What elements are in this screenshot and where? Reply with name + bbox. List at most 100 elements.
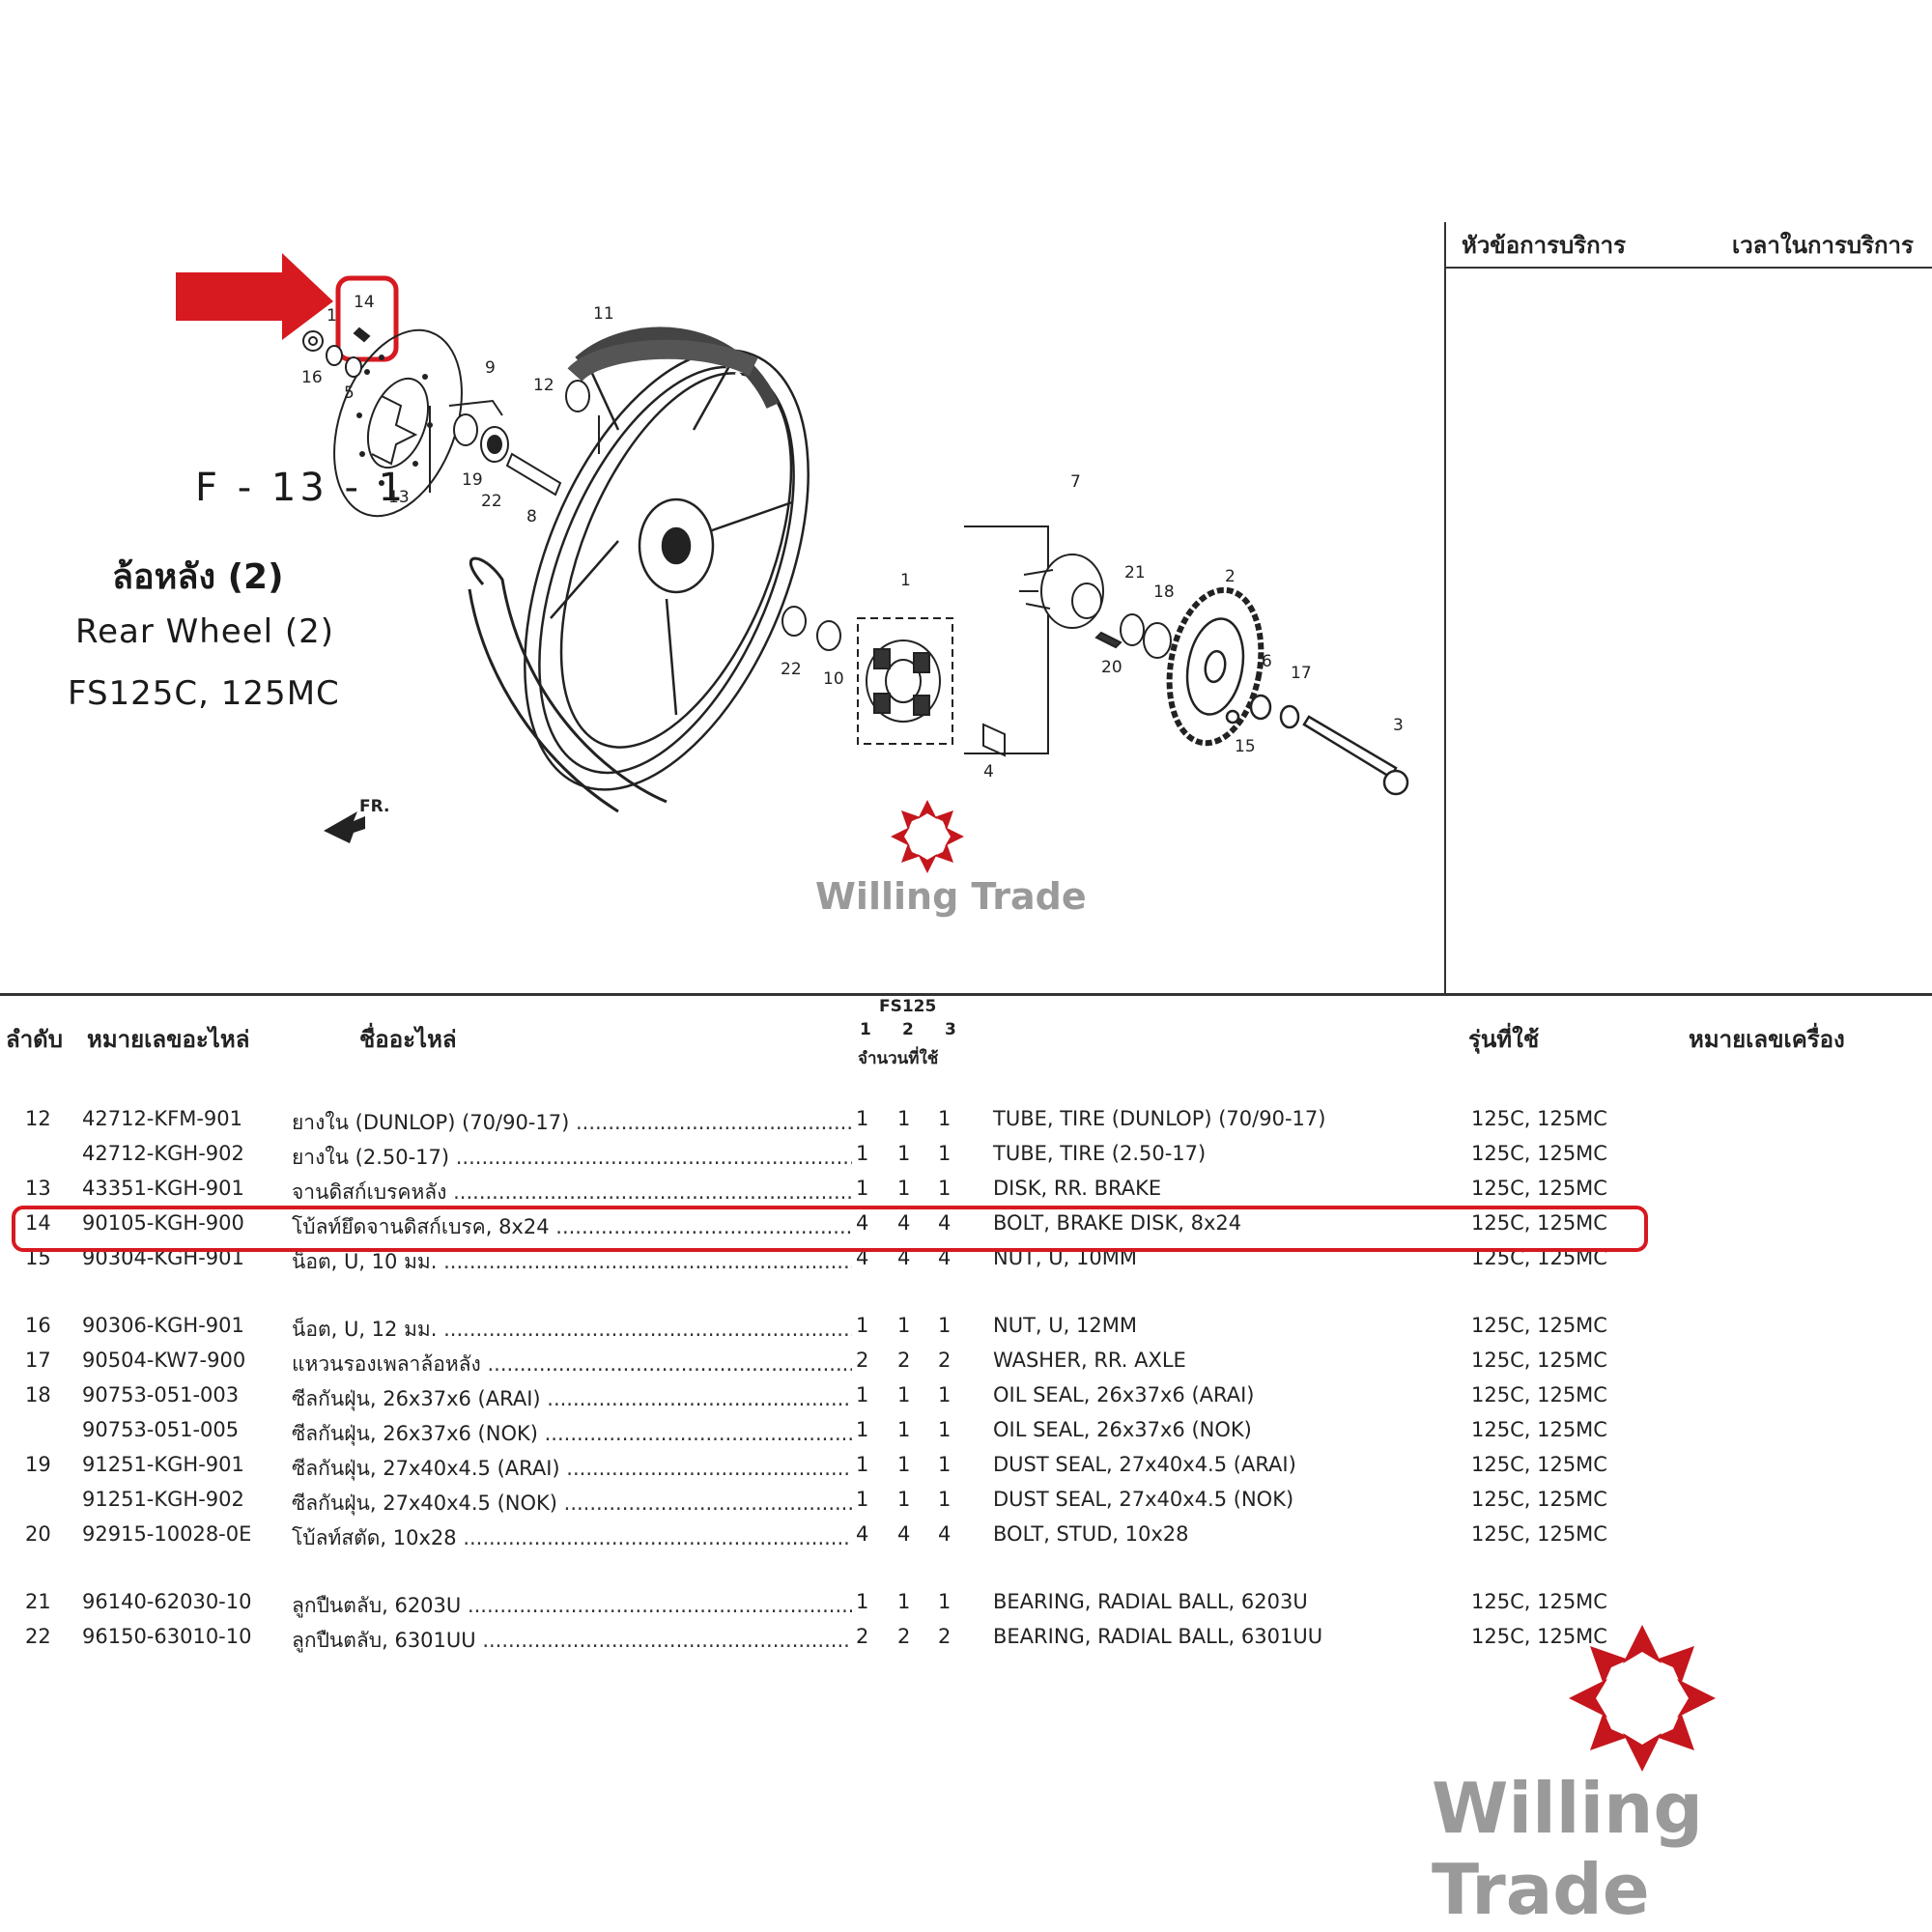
row-qty-1: 1	[856, 1590, 869, 1613]
row-qty-1: 1	[856, 1418, 869, 1441]
row-qty-3: 1	[938, 1177, 952, 1200]
header-qty-col-1: 1	[860, 1020, 871, 1039]
service-panel: หัวข้อการบริการ เวลาในการบริการ	[1444, 222, 1932, 995]
callout-13: 13	[388, 488, 410, 507]
row-part-name-english: TUBE, TIRE (DUNLOP) (70/90-17)	[993, 1107, 1326, 1130]
row-qty-2: 1	[897, 1383, 911, 1406]
row-part-number: 91251-KGH-901	[82, 1453, 244, 1476]
row-qty-3: 1	[938, 1418, 952, 1441]
table-row: 1343351-KGH-901จานดิสก์เบรคหลัง111DISK, …	[0, 1177, 1932, 1209]
sprocket-hub-drawing	[964, 526, 1172, 754]
row-qty-2: 1	[897, 1177, 911, 1200]
row-part-name-thai: ยางใน (2.50-17)	[292, 1142, 852, 1174]
row-part-name-thai: ยางใน (DUNLOP) (70/90-17)	[292, 1107, 852, 1139]
header-qty-col-3: 3	[945, 1020, 956, 1039]
diagram-model-list: FS125C, 125MC	[68, 674, 340, 713]
row-part-name-english: DISK, RR. BRAKE	[993, 1177, 1162, 1200]
footer-watermark-text: Willing Trade	[1432, 1768, 1703, 1930]
table-row: 19 91251-KGH-901 ซีลกันฝุ่น, 27x40x4.5 (AR…	[0, 1453, 1932, 1486]
row-qty-3: 1	[938, 1383, 952, 1406]
row-part-number: 43351-KGH-901	[82, 1177, 244, 1200]
row-qty-3: 4	[938, 1211, 952, 1235]
row-qty-2: 1	[897, 1418, 911, 1441]
row-item-no: 20	[25, 1522, 51, 1546]
row-item-no: 18	[25, 1383, 51, 1406]
callout-15: 15	[1235, 737, 1256, 756]
front-direction-arrow-icon	[324, 811, 365, 843]
row-applicable-models: 125C, 125MC	[1471, 1349, 1607, 1372]
willing-trade-logo-icon	[891, 800, 964, 873]
table-row: 14 90105-KGH-900 โบ้ลท์ยึดจานดิสก์เบรค, 8x…	[0, 1211, 1932, 1244]
callout-22-second: 22	[781, 660, 802, 679]
row-qty-3: 1	[938, 1590, 952, 1613]
callout-20: 20	[1101, 658, 1122, 677]
header-qty-label: จำนวนที่ใช้	[858, 1049, 939, 1068]
row-part-number: 96140-62030-10	[82, 1590, 252, 1613]
table-top-rule	[0, 993, 1932, 996]
row-qty-2: 2	[897, 1625, 911, 1648]
header-engine-number: หมายเลขเครื่อง	[1689, 1026, 1845, 1053]
header-part-number: หมายเลขอะไหล่	[87, 1026, 250, 1053]
row-part-name-thai: น็อต, U, 10 มม.	[292, 1246, 852, 1278]
row-qty-3: 4	[938, 1246, 952, 1269]
row-item-no: 19	[25, 1453, 51, 1476]
row-part-number: 91251-KGH-902	[82, 1488, 244, 1511]
row-part-name-thai: โบ้ลท์ยึดจานดิสก์เบรค, 8x24	[292, 1211, 852, 1243]
table-row: 1790504-KW7-900แหวนรองเพลาล้อหลัง222WASH…	[0, 1349, 1932, 1381]
callout-10: 10	[823, 669, 844, 689]
row-part-name-english: BOLT, BRAKE DISK, 8x24	[993, 1211, 1242, 1235]
disk-hardware-drawing	[302, 327, 371, 378]
row-part-name-thai: ซีลกันฝุ่น, 27x40x4.5 (ARAI)	[292, 1453, 852, 1485]
row-applicable-models: 125C, 125MC	[1471, 1488, 1607, 1511]
callout-7: 7	[1070, 472, 1081, 492]
row-part-name-thai: โบ้ลท์สตัด, 10x28	[292, 1522, 852, 1554]
callout-5: 5	[344, 384, 355, 403]
row-item-no: 16	[25, 1314, 51, 1337]
row-item-no: 14	[25, 1211, 51, 1235]
sprocket-drawing	[1166, 586, 1409, 796]
header-item-no: ลำดับ	[6, 1026, 64, 1053]
row-item-no: 21	[25, 1590, 51, 1613]
row-part-name-thai: น็อต, U, 12 มม.	[292, 1314, 852, 1346]
callout-14: 14	[354, 293, 375, 312]
callout-6: 6	[1262, 652, 1272, 671]
row-item-no: 12	[25, 1107, 51, 1130]
diagram-title-thai: ล้อหลัง (2)	[112, 557, 284, 597]
callout-2: 2	[1225, 567, 1236, 586]
header-qty-col-2: 2	[902, 1020, 914, 1039]
row-part-number: 90306-KGH-901	[82, 1314, 244, 1337]
damper-group-drawing	[781, 606, 1006, 757]
row-part-number: 90504-KW7-900	[82, 1349, 246, 1372]
row-qty-1: 2	[856, 1625, 869, 1648]
row-part-name-thai: แหวนรองเพลาล้อหลัง	[292, 1349, 852, 1380]
row-part-name-thai: ลูกปืนตลับ, 6203U	[292, 1590, 852, 1622]
callout-19: 19	[462, 470, 483, 490]
row-part-name-english: BEARING, RADIAL BALL, 6301UU	[993, 1625, 1323, 1648]
callout-4: 4	[983, 762, 994, 781]
row-item-no: 17	[25, 1349, 51, 1372]
row-qty-1: 4	[856, 1211, 869, 1235]
row-applicable-models: 125C, 125MC	[1471, 1453, 1607, 1476]
row-qty-1: 4	[856, 1522, 869, 1546]
row-part-name-english: BEARING, RADIAL BALL, 6203U	[993, 1590, 1308, 1613]
rear-wheel-drawing	[468, 327, 810, 813]
callout-1: 1	[900, 571, 911, 590]
header-model-group: FS125	[879, 997, 937, 1016]
row-qty-3: 4	[938, 1522, 952, 1546]
row-qty-3: 2	[938, 1349, 952, 1372]
service-time-header: เวลาในการบริการ	[1732, 232, 1914, 259]
row-part-number: 96150-63010-10	[82, 1625, 252, 1648]
row-qty-3: 2	[938, 1625, 952, 1648]
row-part-name-thai: ลูกปืนตลับ, 6301UU	[292, 1625, 852, 1657]
row-part-name-english: NUT, U, 12MM	[993, 1314, 1137, 1337]
row-qty-3: 1	[938, 1314, 952, 1337]
callout-9: 9	[485, 358, 496, 378]
header-part-name: ชื่ออะไหล่	[359, 1026, 457, 1053]
row-qty-1: 1	[856, 1177, 869, 1200]
row-applicable-models: 125C, 125MC	[1471, 1590, 1607, 1613]
row-part-number: 90105-KGH-900	[82, 1211, 244, 1235]
row-part-number: 92915-10028-0E	[82, 1522, 252, 1546]
